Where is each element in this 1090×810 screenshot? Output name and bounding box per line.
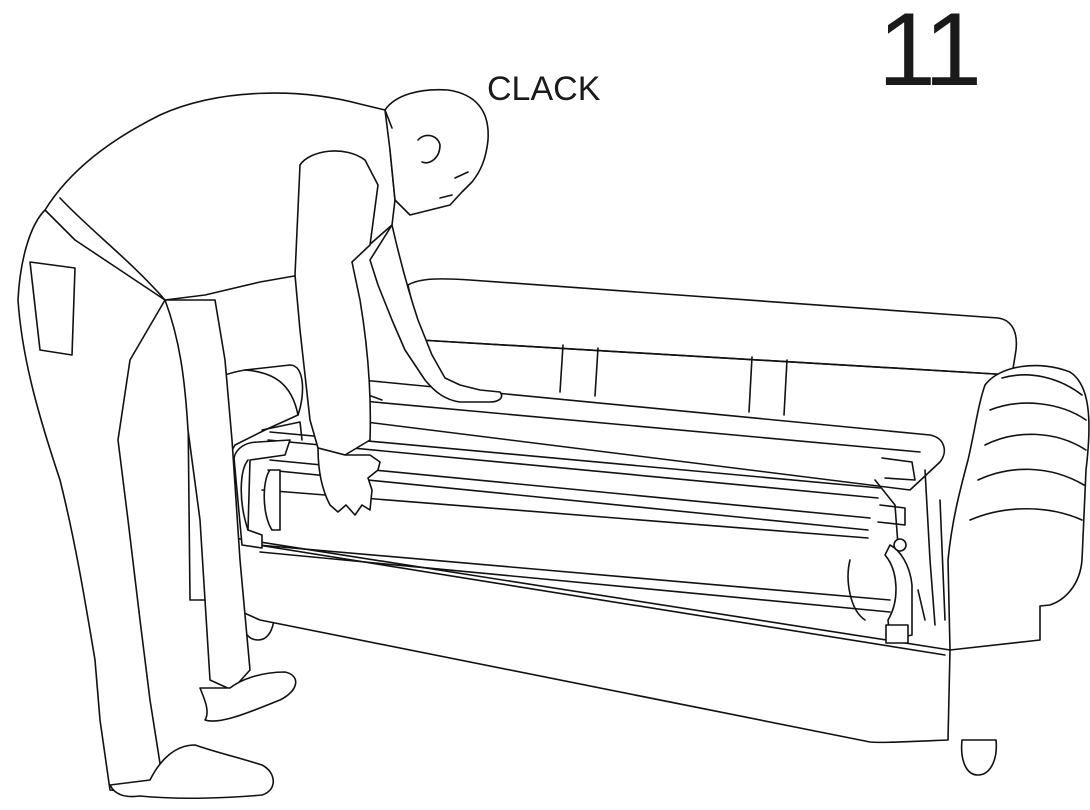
step-number: 11: [878, 0, 982, 108]
bed-frame-icon: [233, 379, 946, 644]
person-icon: [17, 88, 503, 800]
sound-effect-label: CLACK: [487, 70, 601, 108]
sofa-icon: [187, 278, 1090, 776]
